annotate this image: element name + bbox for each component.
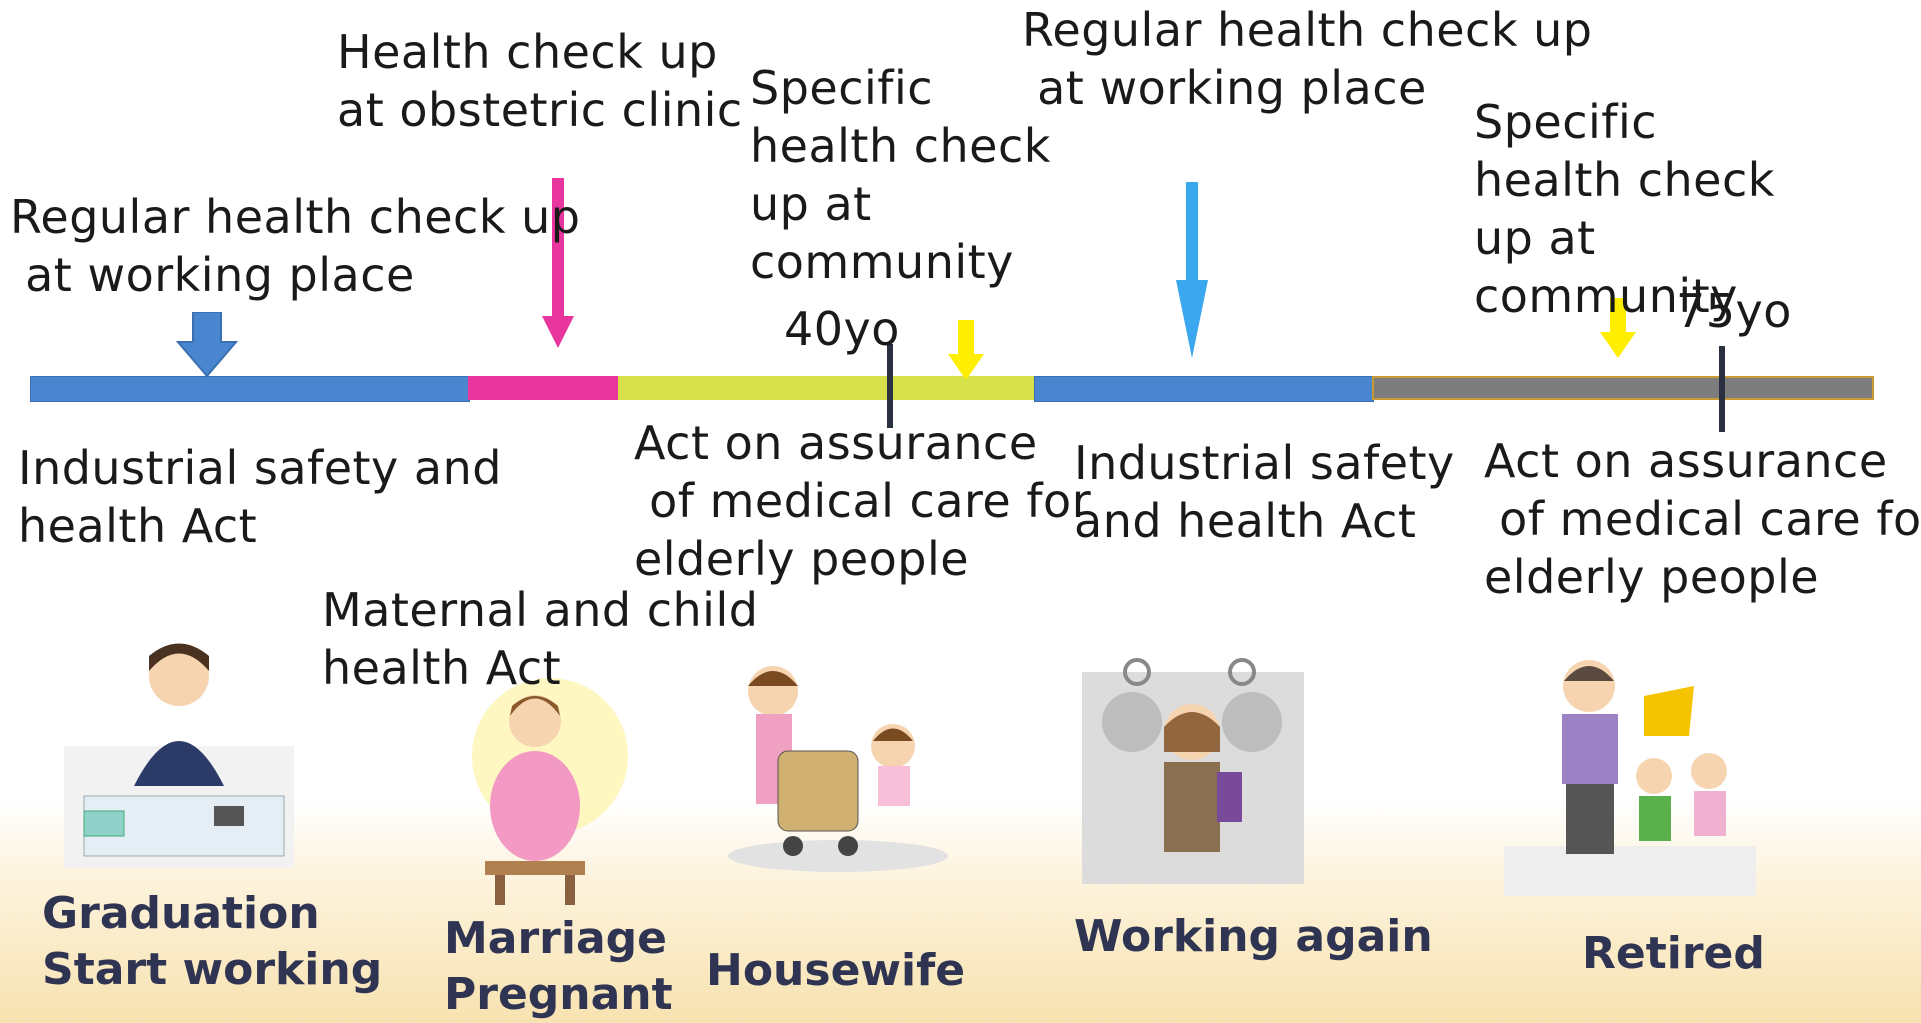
timeline-segment-pregnancy [468,376,618,400]
age-75-label: 75yo [1676,284,1792,338]
elderly-act-label-1: Act on assurance of medical care for eld… [634,416,1092,586]
timeline-segment-working-2 [1034,376,1374,402]
stage-working-again-label: Working again [1074,911,1433,962]
regular-checkup-label-1: Regular health check up at working place [10,190,581,302]
yellow-down-arrow-icon [946,320,986,382]
elderly-act-label-2: Act on assurance of medical care for eld… [1484,434,1921,604]
obstetric-checkup-label: Health check up at obstetric clinic [337,25,743,137]
industrial-act-label-1: Industrial safety and health Act [18,441,502,553]
specific-checkup-label-1: Specific health check up at community [750,61,1051,289]
blue-long-down-arrow-icon [1172,182,1212,360]
stage-graduation-label: Graduation Start working [42,888,383,995]
timeline-segment-housewife [618,376,1034,400]
timeline-segment-working-1 [30,376,470,402]
regular-checkup-label-2: Regular health check up at working place [1022,3,1593,115]
crossing-guard-illustration [1504,646,1756,896]
stage-marriage-label: Marriage Pregnant [444,913,673,1020]
age-75-tick [1719,346,1725,432]
age-40-tick [887,344,893,428]
age-40-label: 40yo [784,302,900,356]
commuter-woman-illustration [1082,652,1304,884]
mother-with-stroller-illustration [718,656,958,878]
industrial-act-label-2: Industrial safety and health Act [1074,436,1455,548]
maternal-act-label: Maternal and child health Act [322,583,759,695]
stage-housewife-label: Housewife [706,945,966,996]
pregnant-woman-illustration [440,676,630,908]
office-worker-illustration [64,636,294,868]
pink-down-arrow-icon [540,178,576,350]
timeline-segment-retired [1372,376,1874,400]
blue-down-arrow-icon [176,312,238,378]
yellow-down-arrow-icon-2 [1598,298,1638,360]
stage-retired-label: Retired [1582,928,1765,979]
specific-checkup-label-2: Specific health check up at community [1474,95,1775,323]
